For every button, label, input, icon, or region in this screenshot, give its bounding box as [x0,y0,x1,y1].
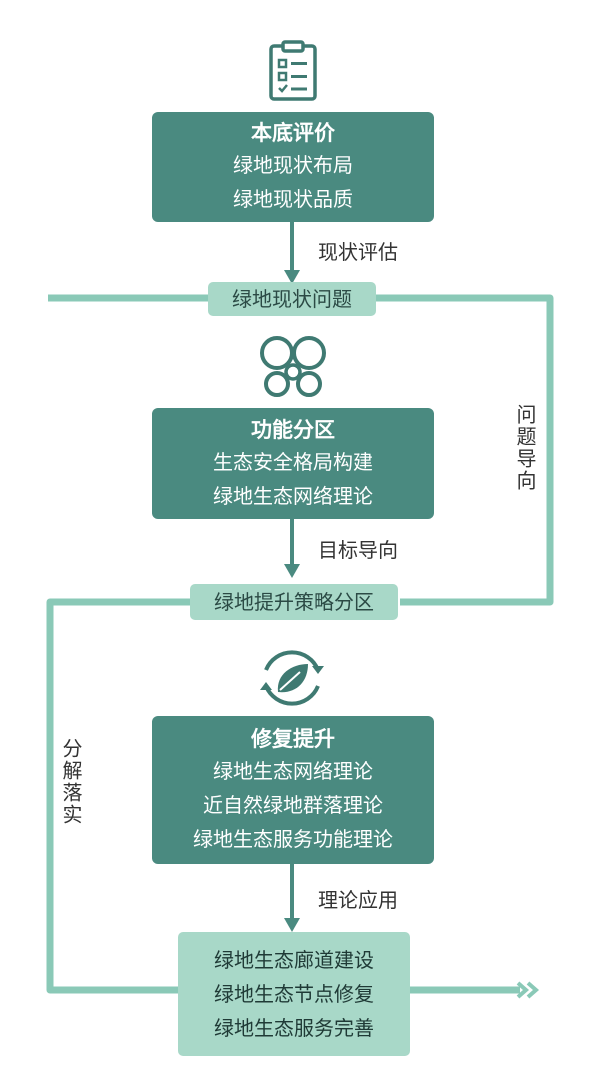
stage1-arrow-label: 现状评估 [318,240,398,264]
final-box: 绿地生态廊道建设 绿地生态节点修复 绿地生态服务完善 [178,932,410,1056]
stage2-result-text: 绿地提升策略分区 [214,590,374,614]
stage2-line-2: 绿地生态网络理论 [213,483,373,508]
final-line-3: 绿地生态服务完善 [214,1016,374,1040]
arrow-3 [284,864,300,932]
stage3-line-2: 近自然绿地群落理论 [203,793,383,817]
stage2-box: 功能分区 生态安全格局构建 绿地生态网络理论 [152,408,434,519]
stage3-title: 修复提升 [251,727,335,751]
stage1-line-1: 绿地现状布局 [233,153,353,177]
final-line-1: 绿地生态廊道建设 [214,948,374,972]
stage1-result-box: 绿地现状问题 [208,282,376,316]
final-line-2: 绿地生态节点修复 [214,982,374,1006]
stage3-arrow-label: 理论应用 [318,888,398,912]
bubbles-icon [260,336,326,397]
leaf-cycle-icon [260,650,324,706]
arrow-1 [284,222,300,284]
tail-chevron-1 [516,981,530,999]
tail-chevron-2 [526,981,540,999]
stage1-result-text: 绿地现状问题 [232,287,352,311]
stage2-title: 功能分区 [251,417,335,442]
stage1-title: 本底评价 [251,121,335,145]
stage3-box: 修复提升 绿地生态网络理论 近自然绿地群落理论 绿地生态服务功能理论 [152,716,434,864]
stage1-line-2: 绿地现状品质 [233,187,353,211]
stage3-line-1: 绿地生态网络理论 [213,759,373,783]
stage2-arrow-label: 目标导向 [318,538,398,562]
clipboard-icon [269,40,317,101]
stage3-line-3: 绿地生态服务功能理论 [193,827,393,851]
stage2-result-box: 绿地提升策略分区 [190,584,398,620]
loop-line-decompose [46,598,190,994]
side-label-left: 分解落实 [59,738,83,826]
stage2-line-1: 生态安全格局构建 [213,449,373,474]
stage1-box: 本底评价 绿地现状布局 绿地现状品质 [152,112,434,222]
arrow-2 [284,519,300,578]
side-label-right: 问题导向 [513,404,537,492]
